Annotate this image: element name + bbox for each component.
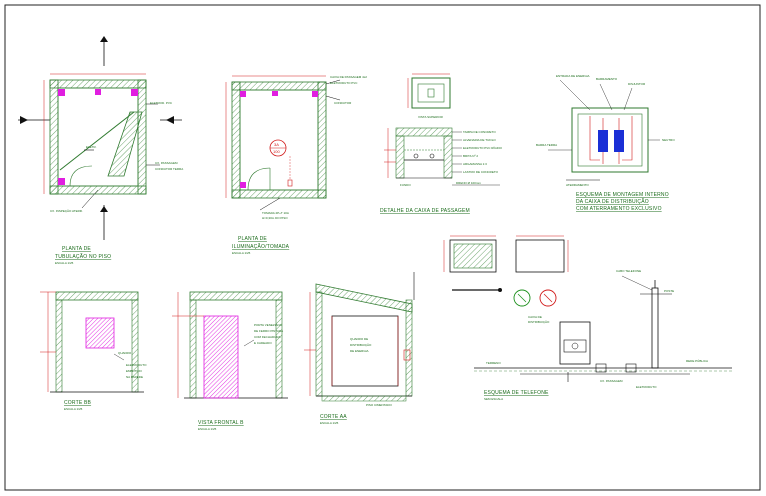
corte-bb-title: CORTE BB [64,400,92,406]
svg-text:TOMADA 2P+T 10A: TOMADA 2P+T 10A [262,211,289,215]
svg-text:TAMPA DE CONCRETO: TAMPA DE CONCRETO [463,130,496,134]
plan1-subtitle: TUBULAÇÃO NO PISO [55,253,111,260]
svg-text:DISTRIBUIÇÃO: DISTRIBUIÇÃO [528,319,550,324]
plan1-scale: ESCALA 1/25 [55,261,74,265]
diagram-esquema-telefone: TERRENO POSTE CABO TELEFONE REDE PÚBLICA… [443,235,732,401]
terreno-label: TERRENO [486,361,501,365]
section-vista-frontal: PORTA VENEZIANA DE FERRO PINTADA COM FEC… [172,291,288,431]
svg-text:CX. PASSAGEM: CX. PASSAGEM [155,161,178,165]
tel-symbol-red [539,289,557,307]
vista-door-louver [203,315,239,399]
detail-caixa-passagem: VISTA SUPERIOR TAMPA DE CONCRETO ALVENAR… [380,73,503,214]
svg-text:ELETRODUTO PVC RÍGIDO: ELETRODUTO PVC RÍGIDO [463,146,503,150]
svg-text:ALVENARIA DE TIJOLO: ALVENARIA DE TIJOLO [463,138,496,142]
svg-text:LASTRO DE CONCRETO: LASTRO DE CONCRETO [463,170,499,174]
svg-text:POSTE: POSTE [664,289,674,293]
svg-text:DE ENERGIA: DE ENERGIA [350,349,369,353]
svg-text:ARGAMASSA 1:3: ARGAMASSA 1:3 [463,162,487,166]
corte-aa-scale: ESCALA 1/25 [320,421,339,425]
detail-esquema-montagem: ENTRADA DE ENERGIA BARRAMENTO DISJUNTOR … [536,74,675,212]
svg-text:CONDUTOR TERRA: CONDUTOR TERRA [155,167,183,171]
svg-text:H=0,30m DO PISO: H=0,30m DO PISO [262,216,288,220]
section-corte-bb: QUADRO ELETRODUTO EMBUTIDO NA PAREDE COR… [40,291,147,411]
svg-text:DISJUNTOR: DISJUNTOR [628,82,646,86]
telefone-scale: SEM ESCALA [484,397,503,401]
breaker-right [614,130,624,152]
tel-symbol-green [513,289,531,307]
svg-text:ELETRODUTO PVC: ELETRODUTO PVC [330,81,358,85]
luminaire-circuit: 3A [274,142,279,147]
telefone-title: ESQUEMA DE TELEFONE [484,390,549,396]
bb-magenta-panel [85,317,115,349]
plan2-title: PLANTA DE [238,236,267,242]
cortes-title: DETALHE DA CAIXA DE PASSAGEM [380,208,470,214]
plan2-scale: ESCALA 1/25 [232,251,251,255]
svg-text:DRENO Ø 100mm: DRENO Ø 100mm [456,181,481,185]
vista-frontal-scale: ESCALA 1/25 [198,427,217,431]
sheet-border [4,4,761,491]
svg-text:ELETR.: ELETR. [86,145,97,149]
svg-text:NA PAREDE: NA PAREDE [126,375,143,379]
svg-text:ENTRADA DE ENERGIA: ENTRADA DE ENERGIA [556,74,590,78]
svg-text:CONDUTOR: CONDUTOR [334,101,352,105]
svg-text:NEUTRO: NEUTRO [662,138,675,142]
esquema-line1: ESQUEMA DE MONTAGEM INTERNO [576,192,669,198]
svg-text:BRITA Nº 2: BRITA Nº 2 [463,154,478,158]
vista-frontal-title: VISTA FRONTAL B [198,420,244,426]
svg-text:DISTRIBUIÇÃO: DISTRIBUIÇÃO [350,342,372,347]
svg-text:BARRA TERRA: BARRA TERRA [536,143,557,147]
svg-text:ELETROD. PVC: ELETROD. PVC [150,101,173,105]
svg-text:CAIXA DE: CAIXA DE [528,315,542,319]
esquema-line3: COM ATERRAMENTO EXCLUSIVO [576,206,662,212]
svg-text:QUADRO: QUADRO [118,351,132,355]
plan-tubulacao-piso: ELETR. ELETROD. PVC CX. PASSAGEM CONDUTO… [18,36,183,265]
svg-text:ELETRODUTO: ELETRODUTO [126,363,147,367]
plan-iluminacao-tomada: 3A 100 CAIXA DE PASSAGEM 4x2 ELETRODUTO … [225,75,367,255]
svg-text:PORTA VENEZIANA: PORTA VENEZIANA [254,323,282,327]
section-corte-aa: QUADRO DE DISTRIBUIÇÃO DE ENERGIA PISO C… [304,272,415,425]
svg-text:EMBUTIDO: EMBUTIDO [126,369,143,373]
svg-text:CAIXA DE PASSAGEM 4x2: CAIXA DE PASSAGEM 4x2 [330,75,367,79]
esquema-line2: DA CAIXA DE DISTRIBUIÇÃO [576,198,649,205]
svg-text:E CADEADO: E CADEADO [254,341,272,345]
svg-text:CX. PASSAGEM: CX. PASSAGEM [600,379,623,383]
luminaire-power: 100 [273,149,280,154]
svg-text:CX. INSPEÇÃO ATERR.: CX. INSPEÇÃO ATERR. [50,208,83,213]
svg-text:COM FECHADURA: COM FECHADURA [254,335,281,339]
svg-text:QUADRO DE: QUADRO DE [350,337,368,341]
box-top-view-label: VISTA SUPERIOR [418,115,444,119]
svg-text:REDE PÚBLICA: REDE PÚBLICA [686,358,708,363]
svg-text:FUNDO: FUNDO [400,183,411,187]
svg-text:ELETRODUTO: ELETRODUTO [636,385,657,389]
corte-aa-title: CORTE AA [320,414,347,420]
svg-text:ATERRAMENTO: ATERRAMENTO [566,183,589,187]
plan1-title: PLANTA DE [62,246,91,252]
svg-text:BARRAMENTO: BARRAMENTO [596,77,618,81]
breaker-left [598,130,608,152]
svg-text:CABO TELEFONE: CABO TELEFONE [616,269,641,273]
svg-text:DE FERRO PINTADA: DE FERRO PINTADA [254,329,283,333]
plan2-subtitle: ILUMINAÇÃO/TOMADA [232,243,290,250]
svg-text:PISO CIMENTADO: PISO CIMENTADO [366,403,392,407]
corte-bb-scale: ESCALA 1/25 [64,407,83,411]
